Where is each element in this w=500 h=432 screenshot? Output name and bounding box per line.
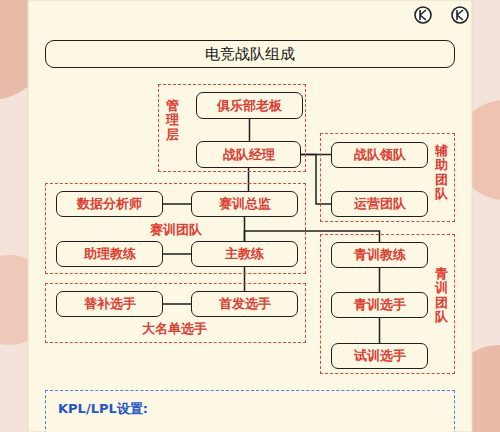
role-box: 青训选手 (331, 292, 428, 318)
connector-line (163, 303, 191, 305)
role-box: 赛训总监 (191, 191, 298, 217)
group-region: 辅助团队 战队领队运营团队 (320, 133, 455, 222)
node-label: 俱乐部老板 (217, 97, 282, 115)
role-box: 替补选手 (56, 291, 163, 317)
connector-line (379, 318, 381, 343)
node-label: 青训选手 (354, 296, 406, 314)
role-box: 数据分析师 (56, 191, 163, 217)
role-box: 俱乐部老板 (196, 92, 303, 119)
node-label: KPL/LPL设置: (58, 400, 148, 418)
node-label: 运营团队 (354, 195, 406, 213)
group-region: 赛训团队数据分析师 赛训总监助理教练 主教练 (45, 183, 306, 274)
node-label: 青训教练 (354, 246, 406, 264)
connector-line (163, 203, 191, 205)
node-label: 赛训总监 (219, 195, 271, 213)
role-box: 助理教练 (56, 241, 163, 267)
corner-icon (452, 7, 468, 23)
node-label: 主教练 (225, 245, 264, 263)
connector-line (163, 253, 191, 255)
connector-line (249, 119, 251, 141)
group-region: 青训团队 青训教练青训选手试训选手 (320, 234, 455, 374)
card (28, 0, 472, 432)
role-box: 战队领队 (331, 142, 428, 168)
group-label: 大名单选手 (142, 320, 207, 338)
role-box: 青训教练 (331, 242, 428, 268)
corner-icon (415, 7, 431, 23)
note-box: KPL/LPL设置: (45, 390, 455, 432)
role-box: 运营团队 (331, 191, 428, 217)
node-label: 战队经理 (223, 146, 275, 164)
node-label: 电竞战队组成 (205, 45, 295, 64)
group-label: 赛训团队 (150, 221, 202, 239)
role-box: 战队经理 (196, 141, 301, 168)
node-label: 首发选手 (219, 295, 271, 313)
connector-line (244, 267, 246, 291)
role-box: 首发选手 (191, 291, 298, 317)
group-label: 管理层 (166, 99, 179, 142)
role-box: 主教练 (191, 241, 298, 267)
node-label: 助理教练 (84, 245, 136, 263)
node-label: 试训选手 (354, 347, 406, 365)
connector-line (379, 268, 381, 292)
role-box: 试训选手 (331, 343, 428, 369)
title-box: 电竞战队组成 (45, 40, 455, 68)
node-label: 替补选手 (84, 295, 136, 313)
node-label: 数据分析师 (77, 195, 142, 213)
group-label: 辅助团队 (435, 144, 448, 201)
group-region: 管理层 俱乐部老板战队经理 (158, 84, 306, 172)
node-label: 战队领队 (354, 146, 406, 164)
group-label: 青训团队 (435, 267, 448, 324)
group-region: 大名单选手替补选手 首发选手 (45, 283, 306, 343)
